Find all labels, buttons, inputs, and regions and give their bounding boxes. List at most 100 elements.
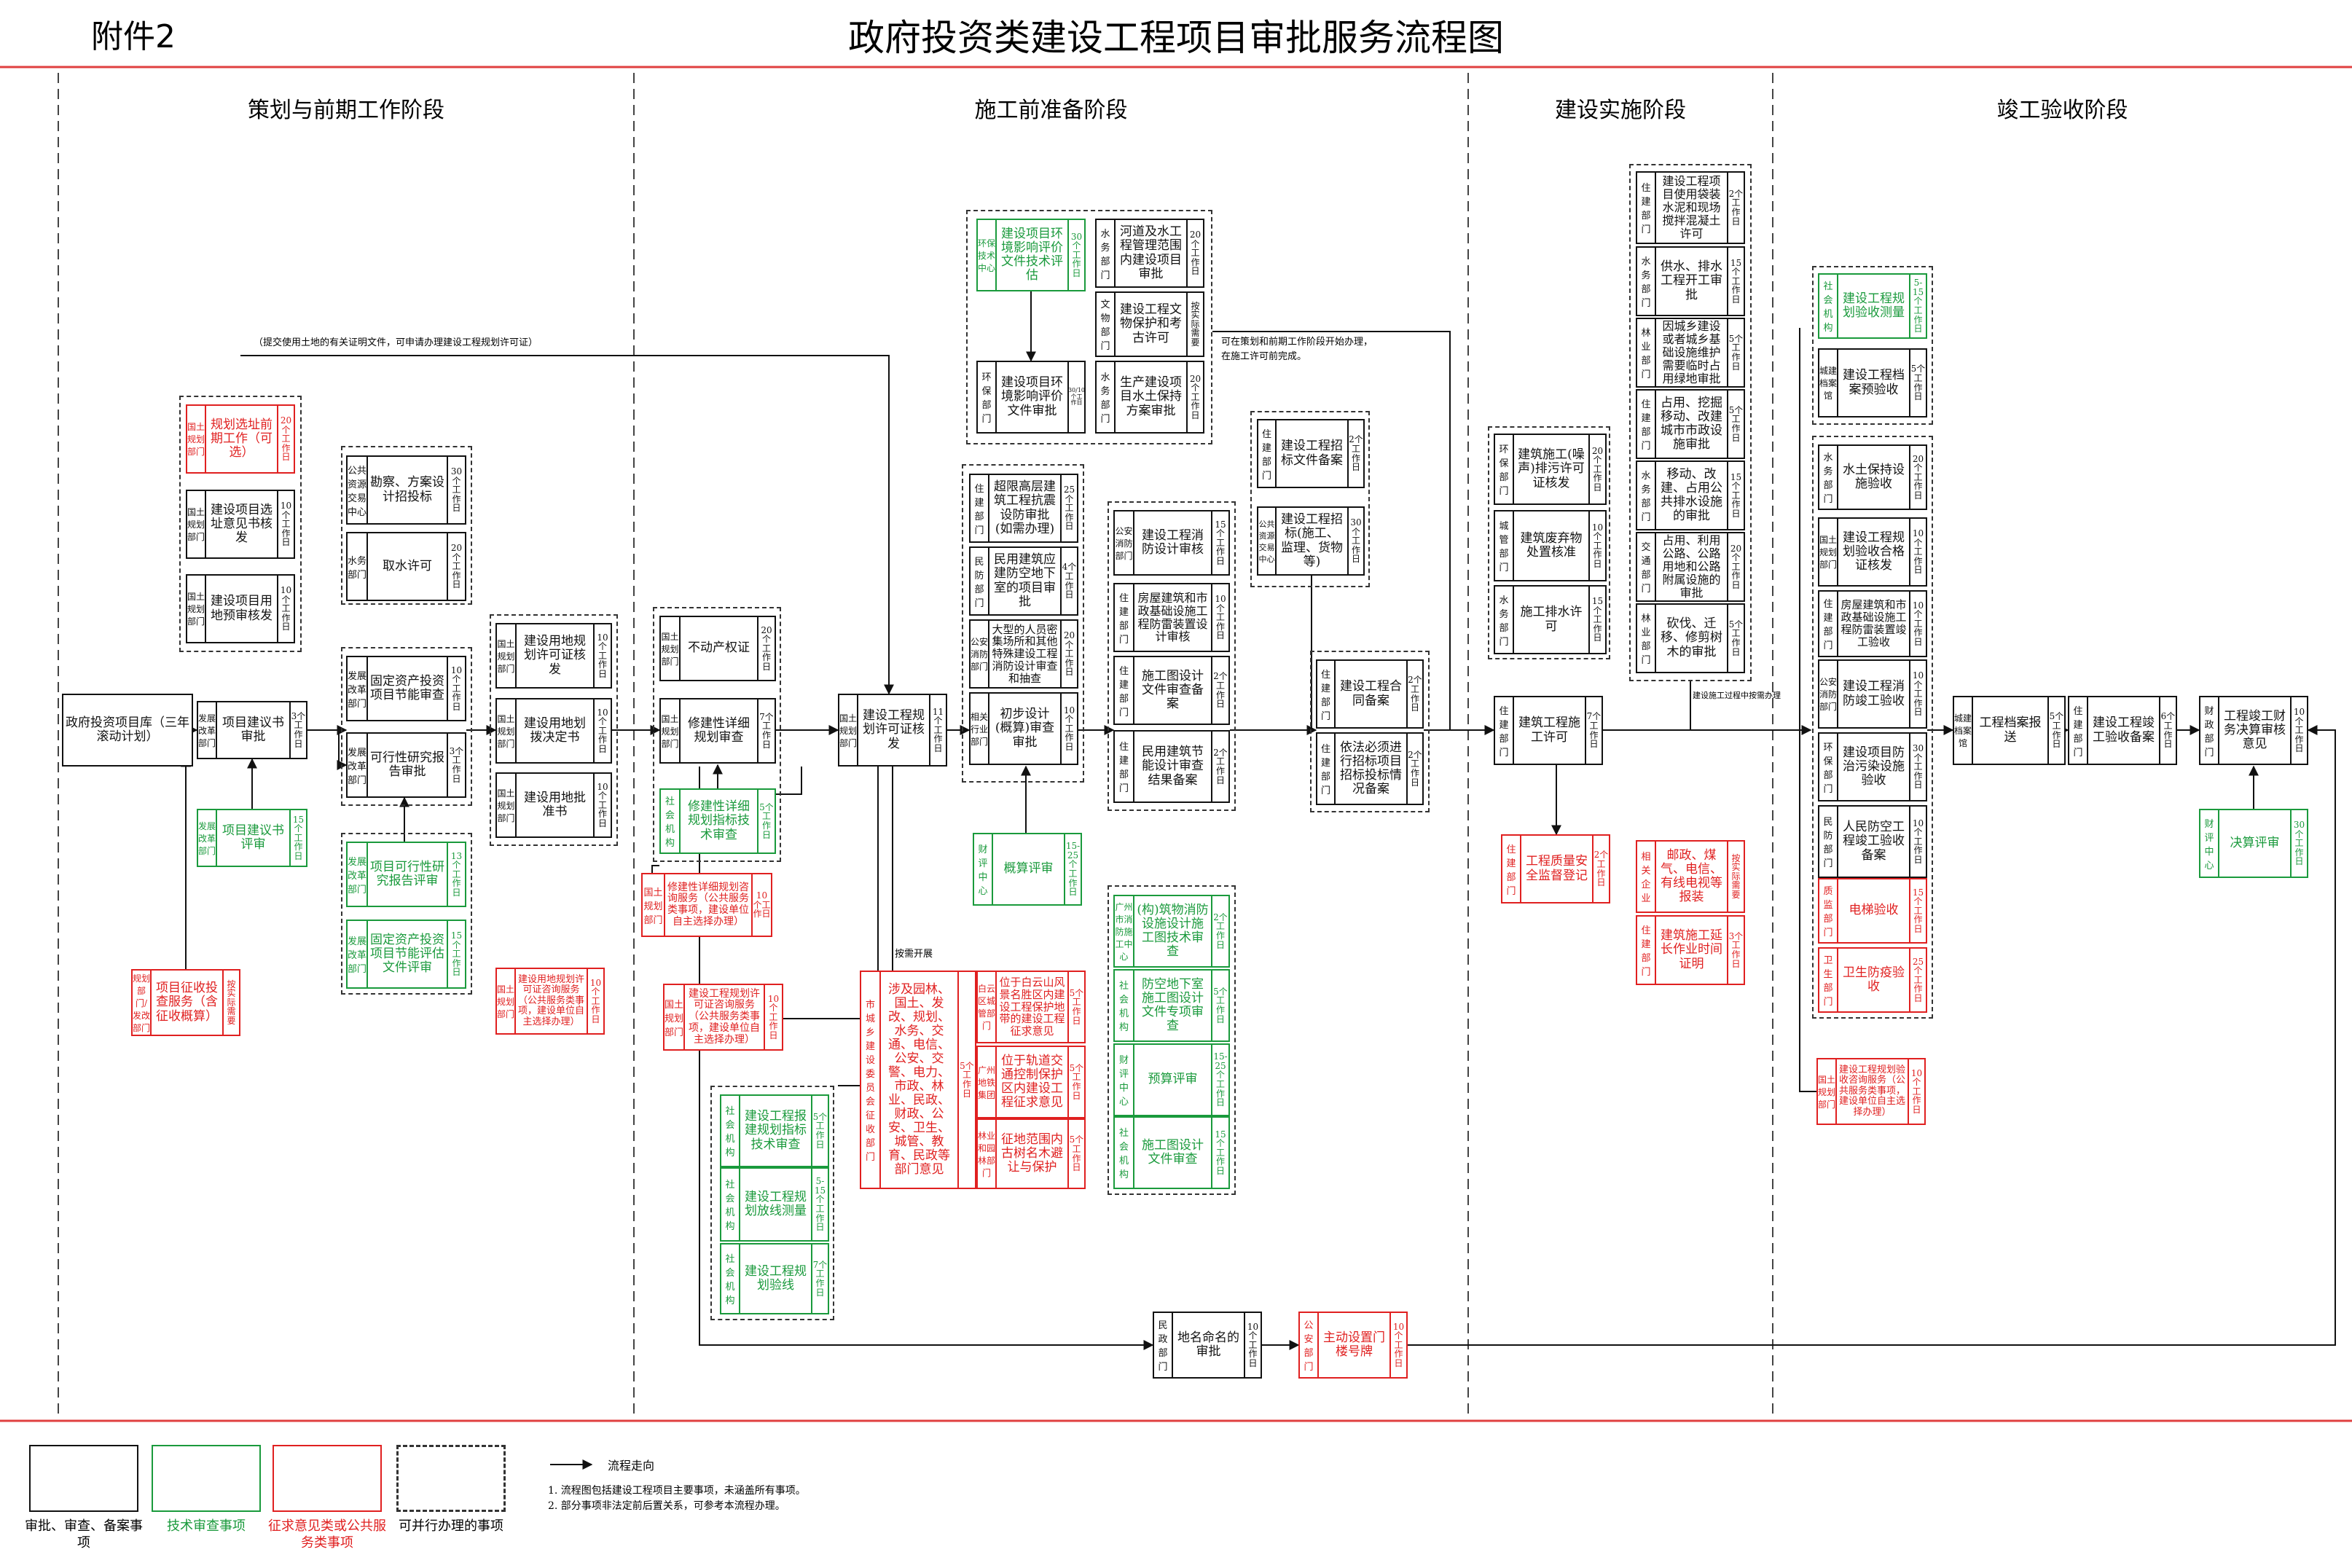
parallel-group-12 xyxy=(1250,411,1370,587)
process-name: 项目建议书审批 xyxy=(222,715,284,744)
department-label: 国土规划部门 xyxy=(1818,1059,1837,1124)
process-name: 修建性详细规划指标技术审查 xyxy=(688,799,750,842)
process-name: 建设工程规划验线 xyxy=(745,1263,807,1293)
legend-red-box xyxy=(273,1445,382,1512)
phase-construction: 建设实施阶段 xyxy=(1555,98,1686,123)
process-name: 固定资产投资项目节能审查 xyxy=(370,673,444,702)
flow-connector-32 xyxy=(1408,725,2336,1346)
time-limit: 10个工作日 xyxy=(1909,592,1926,656)
process-name: 供水、排水工程开工审批 xyxy=(1661,259,1722,302)
time-limit: 20个工作日 xyxy=(757,617,775,680)
time-limit: 10个工作日 xyxy=(593,774,611,836)
time-limit: 10个工作日 xyxy=(587,969,603,1033)
parallel-group-3 xyxy=(341,647,472,806)
department-label: 相关行业部门 xyxy=(971,694,989,764)
process-name: 初步设计(概算)审查审批 xyxy=(995,707,1055,750)
time-limit: 10个工作日 xyxy=(1908,1059,1924,1124)
note-during-construction: 建设施工过程中按需办理 xyxy=(1693,691,1781,700)
time-limit: 7个工作日 xyxy=(757,699,775,762)
time-limit: 10个工作日 xyxy=(2290,697,2307,764)
process-name: 建设工程消防设计审核 xyxy=(1142,528,1204,557)
department-label: 社会机构 xyxy=(1819,275,1838,337)
process-name: 修建性详细规划咨询服务（公共服务类事项，建设单位自主选择办理） xyxy=(667,881,749,928)
process-box: 规划部门/发改部门项目征收投查服务（含征收概算）按实际需要 xyxy=(131,969,240,1036)
time-limit: 4个工作日 xyxy=(1060,548,1077,614)
parallel-group-5 xyxy=(490,614,618,846)
department-label: 发展改革部门 xyxy=(348,843,368,906)
time-limit: 15个工作日 xyxy=(1588,587,1605,653)
department-label: 社会机构 xyxy=(1115,1118,1134,1188)
department-label: 公共资源交易中心 xyxy=(1258,508,1277,574)
parallel-group-13 xyxy=(1310,651,1430,812)
parallel-group-15 xyxy=(1629,164,1752,681)
note-before-permit: 在施工许可前完成。 xyxy=(1221,351,1307,362)
department-label: 水务部门 xyxy=(1097,362,1116,432)
time-limit: 5个工作日 xyxy=(757,790,775,852)
time-limit: 10个工作日 xyxy=(277,491,294,557)
department-label: 住建部门 xyxy=(1819,592,1838,656)
process-name: 建设项目选址意见书核发 xyxy=(211,502,273,546)
time-limit: 7个工作日 xyxy=(1585,697,1602,764)
annex-label: 附件2 xyxy=(91,18,176,55)
process-name: 河道及水工程管理范围内建设项目审批 xyxy=(1120,224,1182,281)
process-box: 国土规划部门建设工程规划验收咨询服务（公共服务类事项，建设单位自主选择办理）10… xyxy=(1816,1058,1926,1125)
department-label: 住建部门 xyxy=(1115,584,1134,651)
parallel-group-6 xyxy=(653,607,781,862)
time-limit: 20个工作日 xyxy=(1588,435,1605,503)
department-label: 环保部门 xyxy=(978,362,997,432)
time-limit: 10个工作日 xyxy=(1211,584,1228,651)
time-limit: 30个工作日 xyxy=(447,457,465,523)
process-name: 征地范围内古树名木避让与保护 xyxy=(1001,1132,1063,1175)
page-title: 政府投资类建设工程项目审批服务流程图 xyxy=(848,17,1504,59)
department-label: 城建档案馆 xyxy=(1954,697,1973,764)
time-limit: 25个工作日 xyxy=(1909,949,1926,1011)
process-name: 建设项目环境影响评价文件审批 xyxy=(1001,375,1063,418)
department-label: 财评中心 xyxy=(1115,1045,1134,1115)
time-limit: 13个工作日 xyxy=(447,843,465,906)
department-label: 住建部门 xyxy=(971,475,989,541)
phase-planning: 策划与前期工作阶段 xyxy=(248,98,444,123)
department-label: 环保部门 xyxy=(1819,734,1838,800)
time-limit: 10个工作日 xyxy=(1909,519,1926,585)
time-limit: 5-15个工作日 xyxy=(811,1169,828,1240)
process-name: 地名命名的审批 xyxy=(1177,1330,1239,1359)
department-label: 发展改革部门 xyxy=(348,657,368,720)
parallel-group-16 xyxy=(1812,266,1933,425)
time-limit: 10个工作日 xyxy=(447,657,465,720)
time-limit: 20个工作日 xyxy=(1909,446,1926,509)
time-limit: 按实际需要 xyxy=(1727,842,1744,912)
process-name: 项目建议书评审 xyxy=(222,823,284,852)
time-limit: 按实际需要 xyxy=(222,971,239,1035)
time-limit: 15个工作日 xyxy=(447,921,465,987)
time-limit: 30个工作日 xyxy=(2290,810,2307,877)
